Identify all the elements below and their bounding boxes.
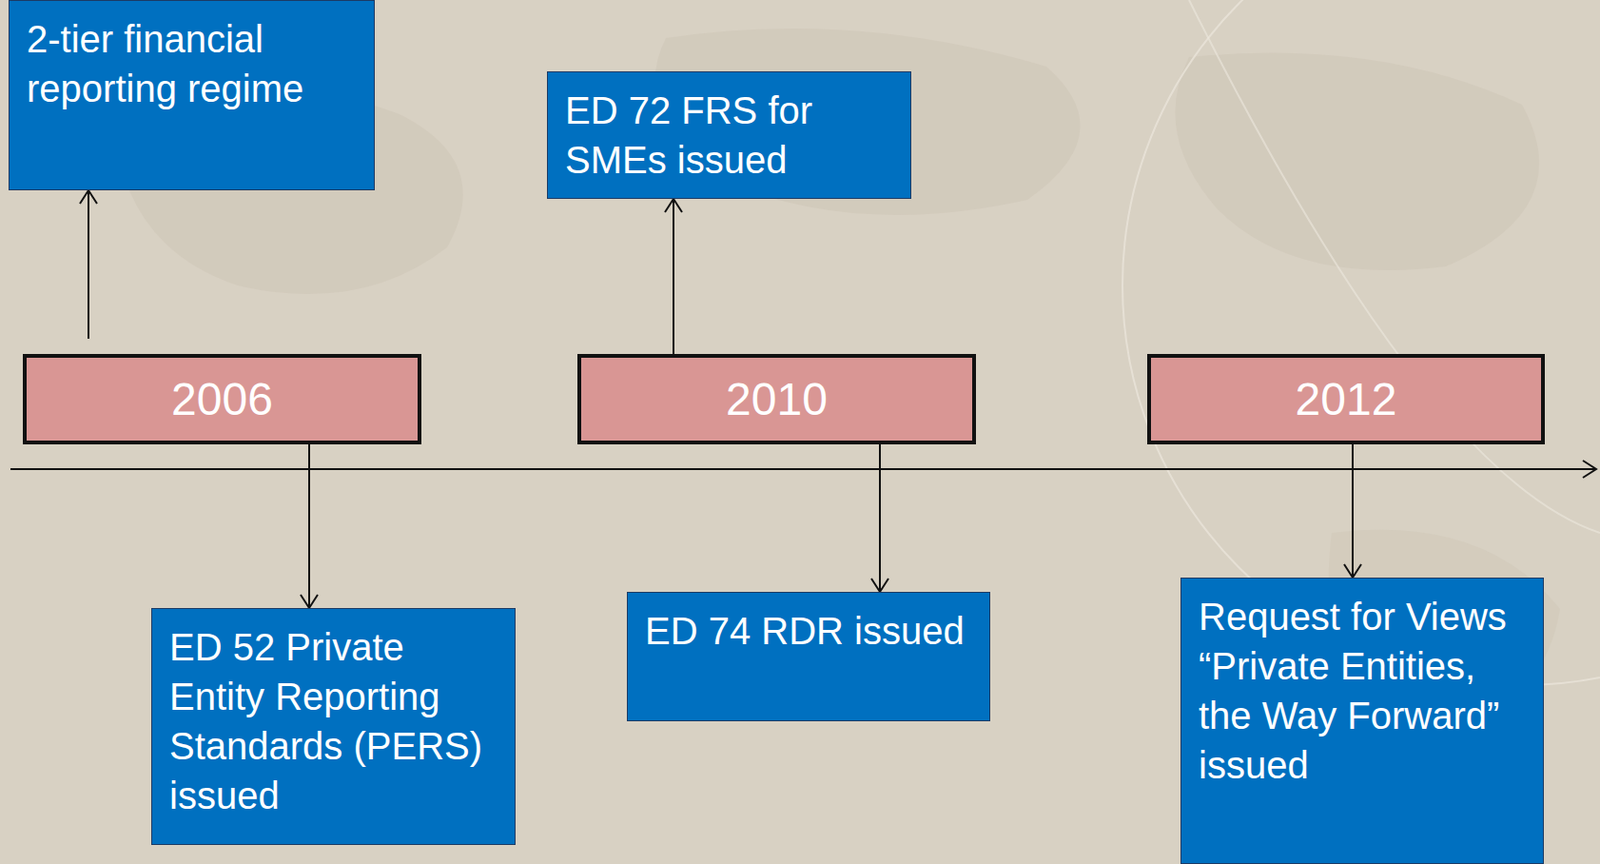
year-box: 2010 — [577, 353, 976, 445]
arrowhead — [79, 190, 98, 204]
connector-line — [672, 198, 675, 354]
event-box: ED 74 RDR issued — [626, 591, 991, 722]
event-text: ED 74 RDR issued — [644, 605, 973, 656]
connector-arrow — [300, 444, 318, 608]
connector-line — [878, 444, 881, 592]
arrowhead — [300, 594, 318, 608]
connector-arrow — [79, 190, 98, 339]
connector-arrow — [664, 198, 683, 354]
connector-arrow — [871, 444, 889, 592]
event-text: 2-tier financial reporting regime — [26, 14, 357, 114]
arrowhead — [1344, 564, 1362, 578]
event-text: Request for Views “Private Entities, the… — [1198, 591, 1526, 790]
event-box: 2-tier financial reporting regime — [8, 0, 375, 191]
year-label: 2006 — [171, 372, 274, 426]
event-box: ED 52 Private Entity Reporting Standards… — [151, 607, 516, 845]
connector-line — [87, 190, 90, 339]
year-box: 2012 — [1147, 353, 1545, 445]
event-box: ED 72 FRS for SMEs issued — [546, 71, 912, 199]
connector-arrow — [1344, 444, 1362, 578]
arrowhead — [664, 198, 683, 213]
event-text: ED 52 Private Entity Reporting Standards… — [169, 622, 498, 820]
connector-line — [1351, 444, 1354, 578]
year-box: 2006 — [22, 353, 422, 445]
map-shape — [1174, 53, 1540, 271]
year-label: 2010 — [725, 372, 828, 426]
decor-arc — [1189, 0, 1600, 533]
connector-line — [308, 444, 311, 608]
event-box: Request for Views “Private Entities, the… — [1180, 577, 1544, 864]
event-text: ED 72 FRS for SMEs issued — [565, 85, 894, 185]
year-label: 2012 — [1295, 372, 1398, 426]
timeline-arrowhead — [1582, 460, 1597, 478]
timeline-axis — [10, 468, 1596, 470]
arrowhead — [871, 578, 889, 592]
